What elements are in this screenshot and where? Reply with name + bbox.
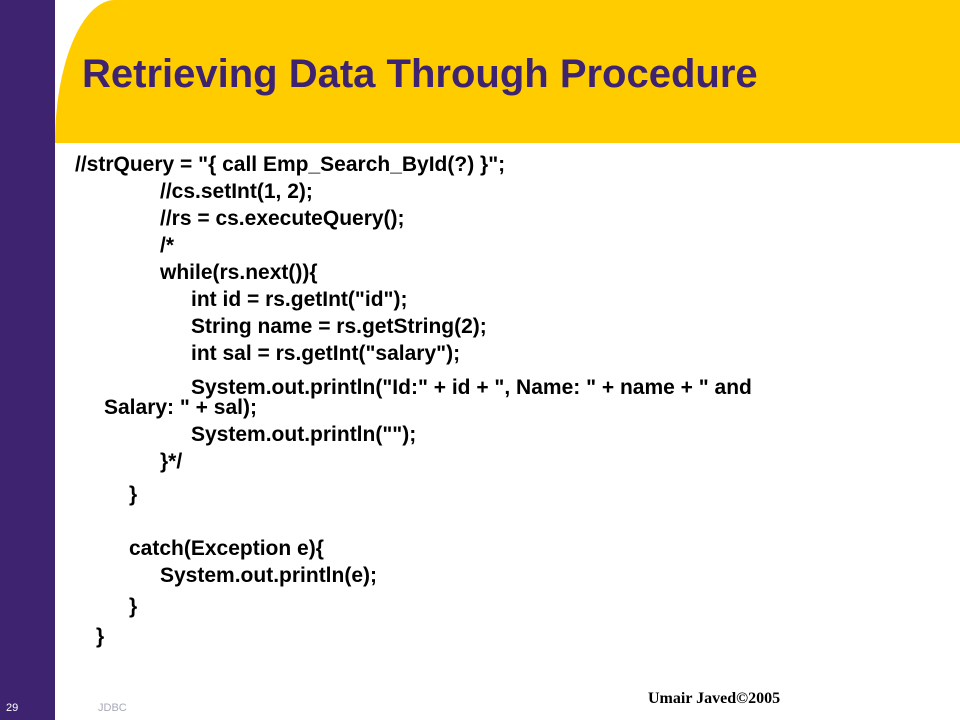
code-line: } (96, 625, 105, 648)
code-line: /* (160, 234, 175, 257)
code-line: while(rs.next()){ (160, 261, 318, 284)
author-credit: Umair Javed©2005 (648, 690, 781, 707)
code-line: } (129, 483, 138, 506)
code-line: System.out.println(e); (160, 564, 378, 587)
section-label: JDBC (98, 702, 127, 714)
code-line: Salary: " + sal); (104, 396, 257, 419)
code-line: catch(Exception e){ (129, 537, 324, 560)
code-line: } (129, 595, 138, 618)
code-line: //cs.setInt(1, 2); (160, 180, 313, 203)
title-band (55, 0, 960, 143)
code-line: int id = rs.getInt("id"); (191, 288, 408, 311)
code-line: System.out.println(""); (191, 423, 417, 446)
code-line: //rs = cs.executeQuery(); (160, 207, 405, 230)
page-number: 29 (6, 702, 19, 714)
code-line: int sal = rs.getInt("salary"); (191, 342, 461, 365)
code-line: System.out.println("Id:" + id + ", Name:… (191, 376, 752, 399)
code-line: //strQuery = "{ call Emp_Search_ById(?) … (75, 153, 506, 176)
slide-title: Retrieving Data Through Procedure (82, 52, 758, 96)
left-band (0, 0, 55, 720)
code-line: String name = rs.getString(2); (191, 315, 487, 338)
code-line: }*/ (160, 450, 183, 473)
